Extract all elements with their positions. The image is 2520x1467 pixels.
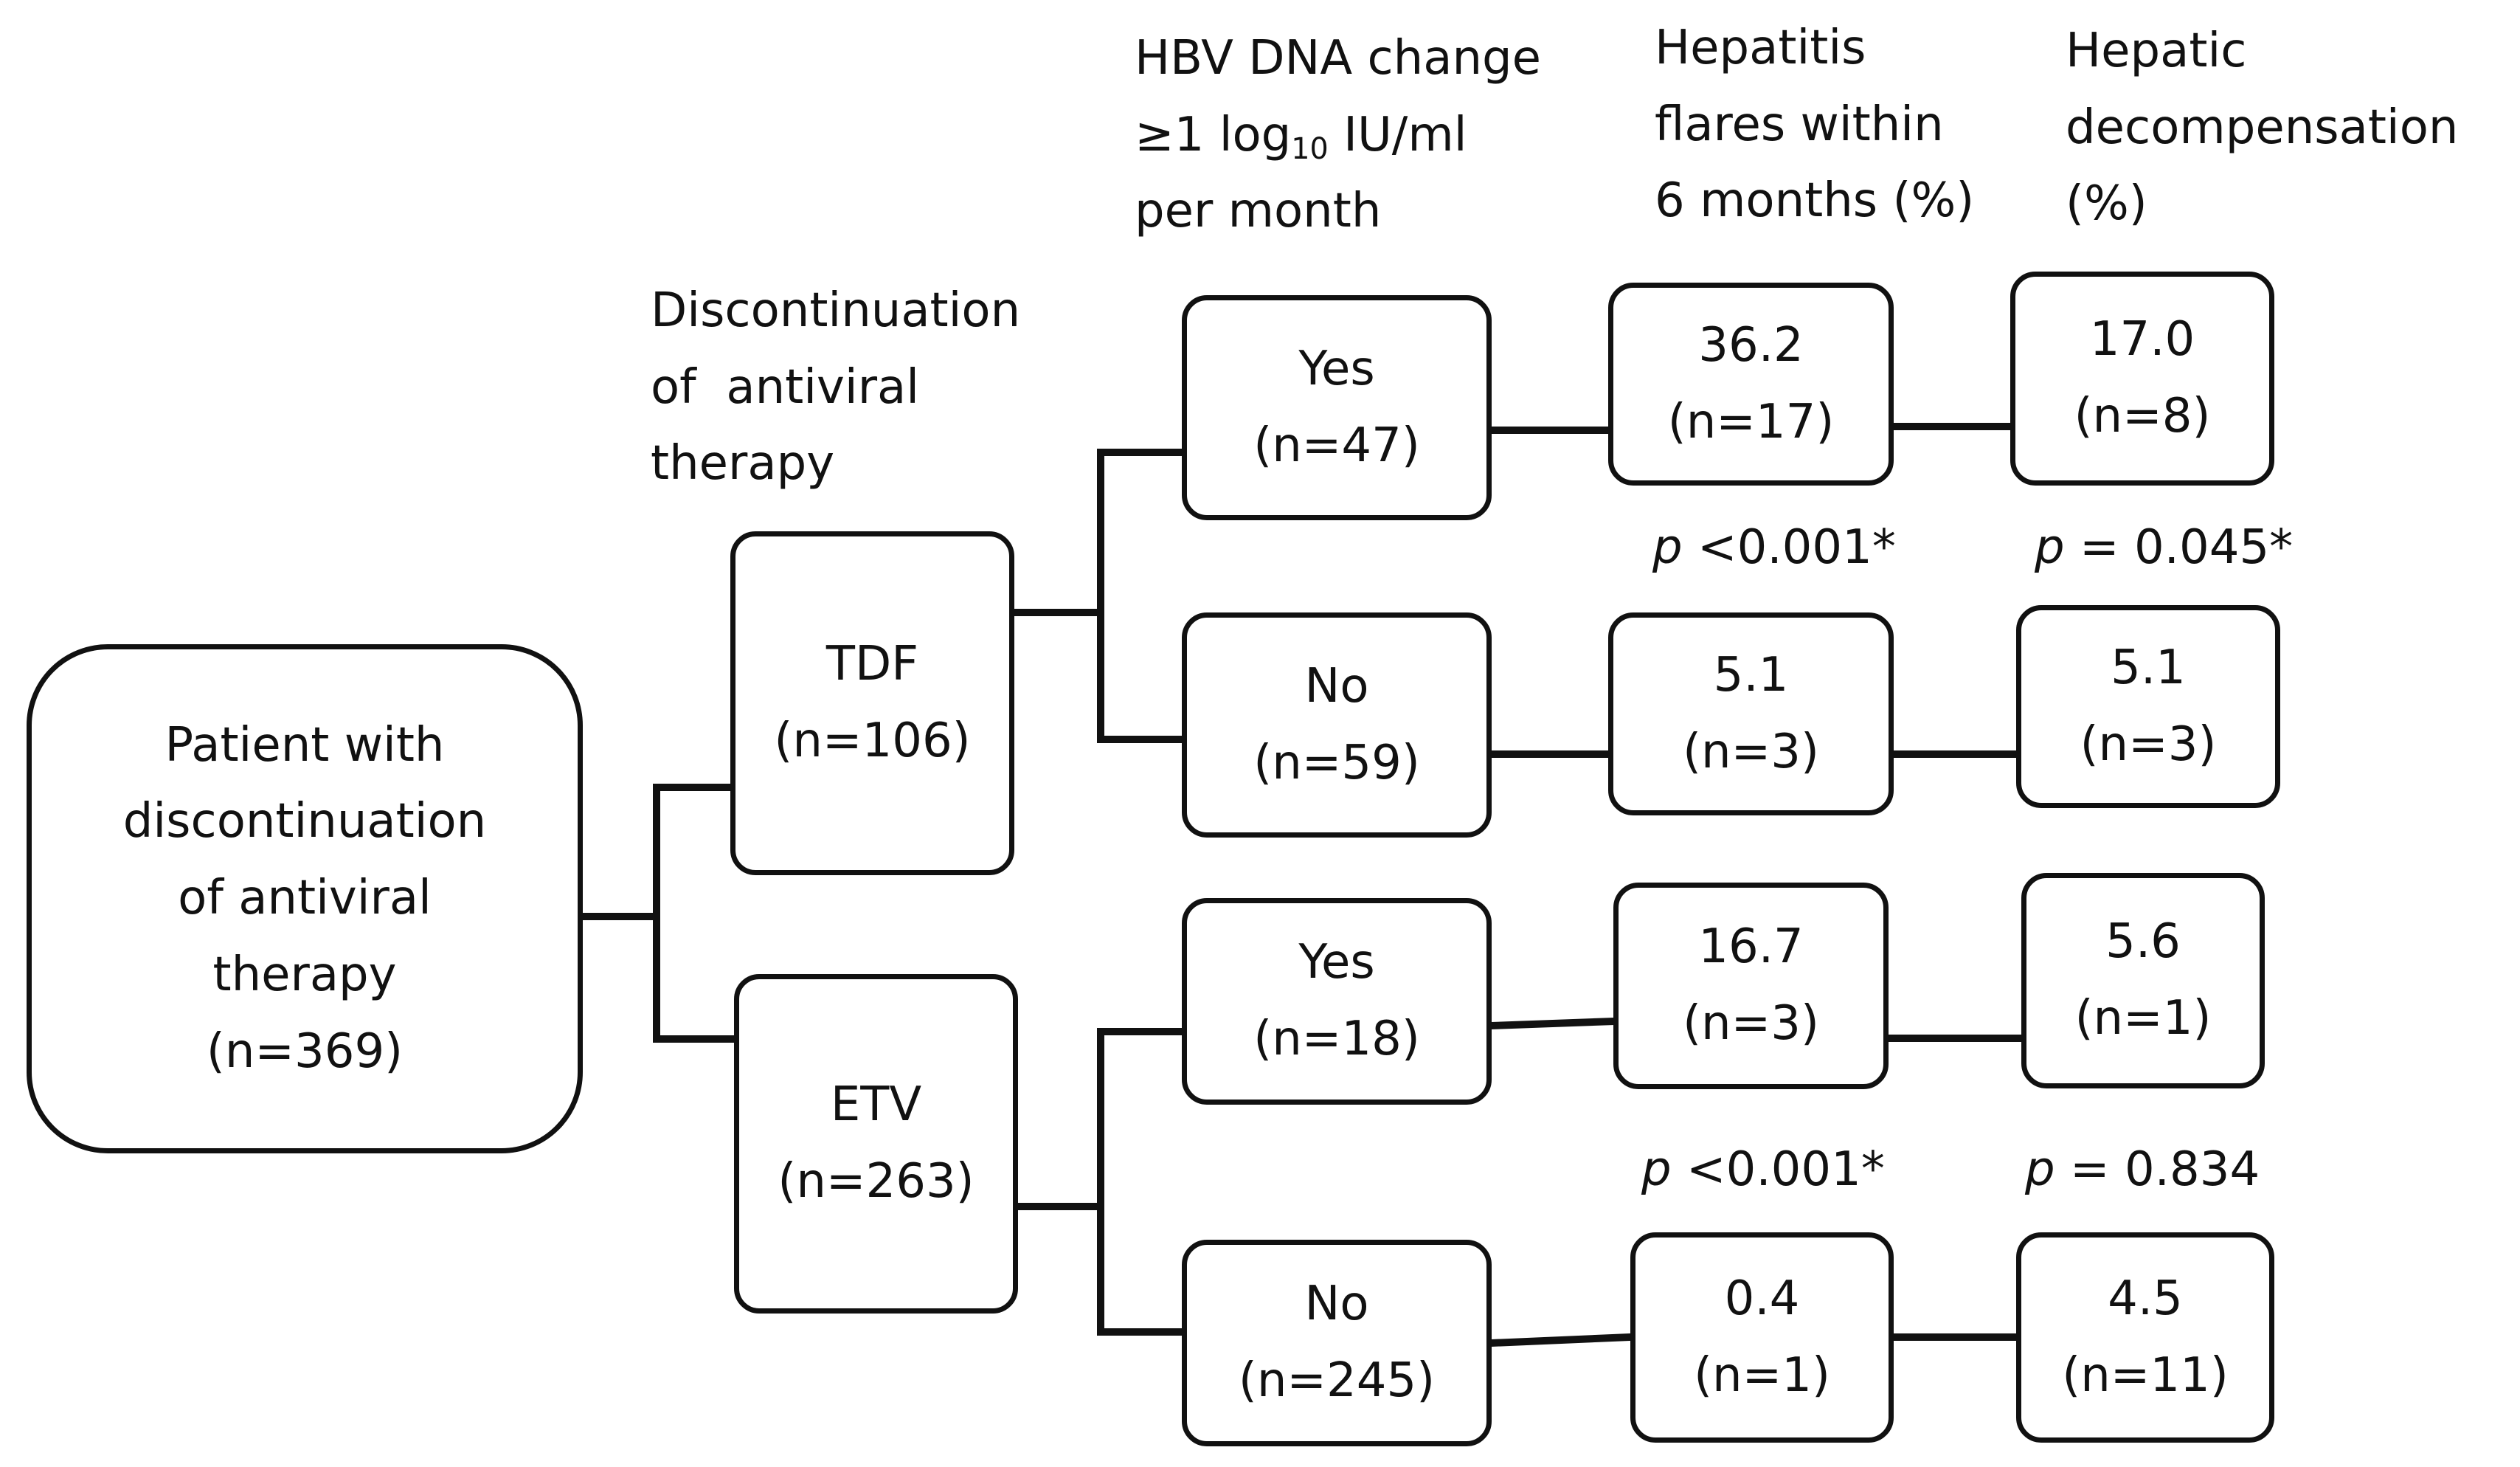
- change-label: Yes: [1298, 935, 1375, 990]
- header-line: per month: [1135, 184, 1382, 239]
- tdf-no-flares-box: 5.1 (n=3): [1608, 612, 1894, 815]
- change-label: No: [1304, 658, 1369, 714]
- etv-yes-flares-box: 16.7 (n=3): [1613, 883, 1889, 1089]
- header-line: Discontinuation: [651, 283, 1021, 338]
- header-line: ≥1 log10 IU/ml: [1135, 107, 1467, 166]
- change-count: (n=59): [1253, 735, 1420, 790]
- flare-count: (n=1): [1694, 1347, 1830, 1403]
- header-hepatic-decompensation: Hepatic decompensation (%): [2066, 13, 2458, 243]
- change-count: (n=47): [1253, 418, 1420, 473]
- tdf-yes-box: Yes (n=47): [1182, 295, 1492, 520]
- root-line: (n=369): [206, 1024, 404, 1079]
- drug-count: (n=263): [778, 1154, 975, 1209]
- decomp-percent: 5.1: [2111, 640, 2186, 695]
- flare-count: (n=3): [1683, 724, 1819, 779]
- tdf-decomp-p-value: p = 0.045*: [2035, 520, 2294, 575]
- header-line: Hepatitis: [1655, 21, 1866, 75]
- flare-percent: 36.2: [1698, 317, 1804, 373]
- flare-percent: 5.1: [1713, 647, 1789, 703]
- etv-no-decomp-box: 4.5 (n=11): [2016, 1232, 2274, 1443]
- etv-no-box: No (n=245): [1182, 1240, 1492, 1446]
- header-line: of antiviral: [651, 359, 919, 415]
- flare-count: (n=17): [1667, 394, 1835, 449]
- change-label: Yes: [1298, 341, 1375, 396]
- header-hepatitis-flares: Hepatitis flares within 6 months (%): [1655, 10, 1974, 240]
- flare-count: (n=3): [1683, 996, 1819, 1051]
- header-line: Hepatic: [2066, 24, 2247, 78]
- tdf-flares-p-value: p <0.001*: [1652, 520, 1896, 575]
- header-hbv-dna-change: HBV DNA change ≥1 log10 IU/ml per month: [1135, 21, 1541, 250]
- tdf-no-box: No (n=59): [1182, 612, 1492, 838]
- change-label: No: [1304, 1277, 1369, 1332]
- tdf-yes-decomp-box: 17.0 (n=8): [2010, 272, 2274, 486]
- flare-percent: 0.4: [1724, 1271, 1800, 1326]
- root-line: Patient with: [165, 717, 445, 773]
- drug-name: ETV: [830, 1077, 922, 1133]
- decomp-percent: 5.6: [2105, 914, 2181, 970]
- change-count: (n=18): [1253, 1012, 1420, 1066]
- root-line: of antiviral: [178, 871, 432, 926]
- header-line: HBV DNA change: [1135, 31, 1541, 86]
- header-line: therapy: [651, 436, 835, 491]
- decomp-percent: 4.5: [2108, 1271, 2183, 1326]
- decomp-percent: 17.0: [2089, 312, 2195, 367]
- etv-decomp-p-value: p = 0.834: [2025, 1142, 2260, 1197]
- root-patients-box: Patient with discontinuation of antivira…: [27, 644, 583, 1153]
- decomp-count: (n=8): [2074, 389, 2211, 443]
- decomp-count: (n=11): [2062, 1347, 2229, 1403]
- tdf-box: TDF (n=106): [730, 531, 1014, 875]
- root-line: therapy: [212, 947, 397, 1002]
- drug-name: TDF: [825, 637, 919, 692]
- decomp-count: (n=3): [2080, 717, 2217, 772]
- root-line: discontinuation: [122, 794, 487, 849]
- header-line: 6 months (%): [1655, 173, 1975, 229]
- header-line: decompensation: [2066, 100, 2459, 155]
- flare-percent: 16.7: [1698, 919, 1804, 975]
- etv-flares-p-value: p <0.001*: [1641, 1142, 1885, 1197]
- decomp-count: (n=1): [2074, 991, 2212, 1046]
- etv-box: ETV (n=263): [734, 974, 1018, 1314]
- header-discontinuation: Discontinuation of antiviral therapy: [651, 273, 1020, 503]
- tdf-yes-flares-box: 36.2 (n=17): [1608, 283, 1894, 486]
- header-line: (%): [2066, 176, 2147, 232]
- etv-yes-decomp-box: 5.6 (n=1): [2021, 873, 2265, 1088]
- tdf-no-decomp-box: 5.1 (n=3): [2016, 605, 2280, 808]
- change-count: (n=245): [1238, 1353, 1436, 1408]
- drug-count: (n=106): [774, 714, 971, 768]
- header-line: flares within: [1655, 97, 1944, 152]
- etv-no-flares-box: 0.4 (n=1): [1630, 1232, 1894, 1443]
- etv-yes-box: Yes (n=18): [1182, 898, 1492, 1105]
